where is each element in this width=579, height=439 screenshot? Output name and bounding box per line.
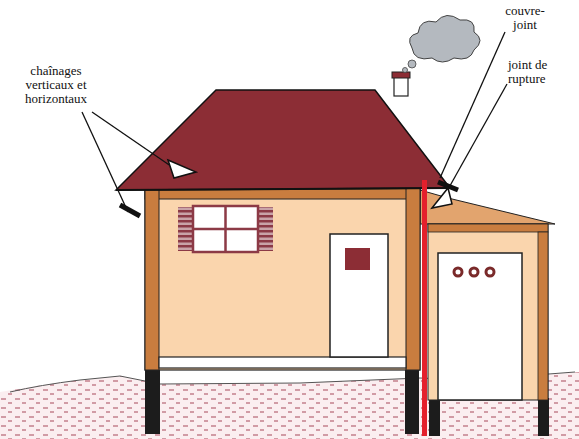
leader-line	[82, 112, 128, 212]
callout-label: chaînages verticaux et horizontaux	[14, 64, 98, 106]
arrow-tail	[120, 205, 140, 216]
expansion-joint	[422, 180, 427, 436]
door	[330, 234, 388, 357]
garage-door	[438, 253, 522, 400]
vertical-chainage	[145, 185, 159, 370]
window-bars	[193, 206, 258, 252]
smoke-cloud	[410, 15, 480, 62]
smoke-puff	[408, 60, 416, 68]
garage-chainage	[428, 224, 548, 232]
chimney-cap	[392, 72, 410, 78]
foundation	[538, 398, 549, 436]
door-portholes	[454, 268, 494, 276]
roof-edge	[116, 188, 450, 190]
garage-wall	[428, 224, 548, 400]
window	[193, 206, 258, 252]
garage-pillar	[538, 232, 548, 400]
leader-line	[442, 84, 507, 200]
foundation	[145, 368, 160, 434]
vertical-chainage	[406, 185, 420, 370]
shutter	[178, 207, 193, 251]
foundation	[405, 368, 419, 434]
callout-label: joint de rupture	[508, 58, 566, 86]
shutter	[258, 207, 273, 251]
house-wall	[145, 185, 420, 370]
door-pane	[345, 248, 370, 270]
smoke-puff	[403, 68, 408, 73]
foundation	[429, 398, 440, 436]
callout-label: couvre-joint	[500, 4, 550, 32]
arrow-head	[432, 188, 452, 208]
arrow-head	[168, 160, 196, 178]
roof	[116, 90, 450, 190]
floor-slab	[159, 357, 406, 368]
